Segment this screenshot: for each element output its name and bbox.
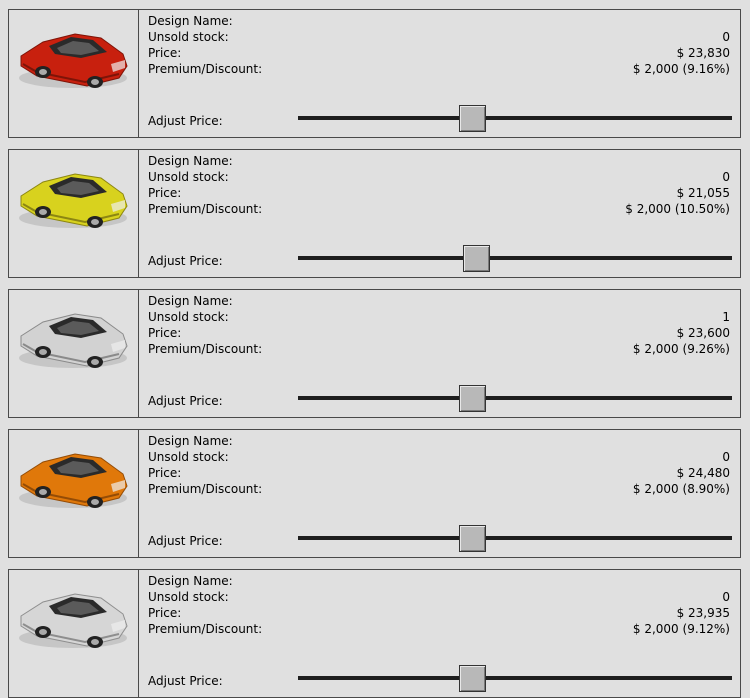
unsold-stock-value: 0: [722, 30, 730, 44]
price-label: Price:: [148, 46, 182, 60]
car-thumbnail: [9, 570, 139, 697]
car-thumbnail: [9, 10, 139, 137]
unsold-stock-label: Unsold stock:: [148, 30, 229, 44]
car-design-card: Design Name: Unsold stock: 1 Price: $ 23…: [8, 289, 741, 418]
price-slider-handle[interactable]: [458, 105, 486, 132]
design-name-label: Design Name:: [148, 14, 233, 28]
adjust-price-label: Adjust Price:: [148, 394, 223, 408]
design-name-label: Design Name:: [148, 574, 233, 588]
price-value: $ 24,480: [676, 466, 730, 480]
car-design-card: Design Name: Unsold stock: 0 Price: $ 23…: [8, 9, 741, 138]
price-slider-track[interactable]: [298, 676, 732, 680]
price-label: Price:: [148, 186, 182, 200]
price-slider-handle[interactable]: [458, 665, 486, 692]
design-name-label: Design Name:: [148, 294, 233, 308]
price-label: Price:: [148, 606, 182, 620]
price-slider-handle[interactable]: [458, 525, 486, 552]
adjust-price-label: Adjust Price:: [148, 114, 223, 128]
adjust-price-label: Adjust Price:: [148, 674, 223, 688]
unsold-stock-label: Unsold stock:: [148, 450, 229, 464]
price-label: Price:: [148, 326, 182, 340]
premium-discount-label: Premium/Discount:: [148, 62, 263, 76]
design-name-label: Design Name:: [148, 154, 233, 168]
unsold-stock-label: Unsold stock:: [148, 590, 229, 604]
price-value: $ 21,055: [676, 186, 730, 200]
price-value: $ 23,935: [676, 606, 730, 620]
adjust-price-label: Adjust Price:: [148, 254, 223, 268]
price-value: $ 23,600: [676, 326, 730, 340]
price-slider-track[interactable]: [298, 396, 732, 400]
car-image: [19, 173, 128, 228]
premium-discount-value: $ 2,000 (10.50%): [625, 202, 730, 216]
premium-discount-label: Premium/Discount:: [148, 202, 263, 216]
price-slider-handle[interactable]: [458, 385, 486, 412]
price-value: $ 23,830: [676, 46, 730, 60]
premium-discount-label: Premium/Discount:: [148, 622, 263, 636]
design-name-label: Design Name:: [148, 434, 233, 448]
car-image: [19, 313, 128, 368]
car-design-card: Design Name: Unsold stock: 0 Price: $ 21…: [8, 149, 741, 278]
unsold-stock-label: Unsold stock:: [148, 170, 229, 184]
car-image: [19, 453, 128, 508]
car-thumbnail: [9, 290, 139, 417]
premium-discount-value: $ 2,000 (9.26%): [632, 342, 730, 356]
car-image: [19, 33, 128, 88]
premium-discount-value: $ 2,000 (9.12%): [632, 622, 730, 636]
price-slider-track[interactable]: [298, 256, 732, 260]
unsold-stock-value: 1: [722, 310, 730, 324]
car-thumbnail: [9, 430, 139, 557]
premium-discount-label: Premium/Discount:: [148, 342, 263, 356]
price-label: Price:: [148, 466, 182, 480]
price-slider-track[interactable]: [298, 116, 732, 120]
price-slider-track[interactable]: [298, 536, 732, 540]
premium-discount-value: $ 2,000 (8.90%): [632, 482, 730, 496]
adjust-price-label: Adjust Price:: [148, 534, 223, 548]
premium-discount-value: $ 2,000 (9.16%): [632, 62, 730, 76]
premium-discount-label: Premium/Discount:: [148, 482, 263, 496]
price-slider-handle[interactable]: [462, 245, 490, 272]
car-design-card: Design Name: Unsold stock: 0 Price: $ 23…: [8, 569, 741, 698]
unsold-stock-value: 0: [722, 450, 730, 464]
unsold-stock-label: Unsold stock:: [148, 310, 229, 324]
unsold-stock-value: 0: [722, 170, 730, 184]
car-thumbnail: [9, 150, 139, 277]
car-design-card: Design Name: Unsold stock: 0 Price: $ 24…: [8, 429, 741, 558]
unsold-stock-value: 0: [722, 590, 730, 604]
car-image: [19, 593, 128, 648]
